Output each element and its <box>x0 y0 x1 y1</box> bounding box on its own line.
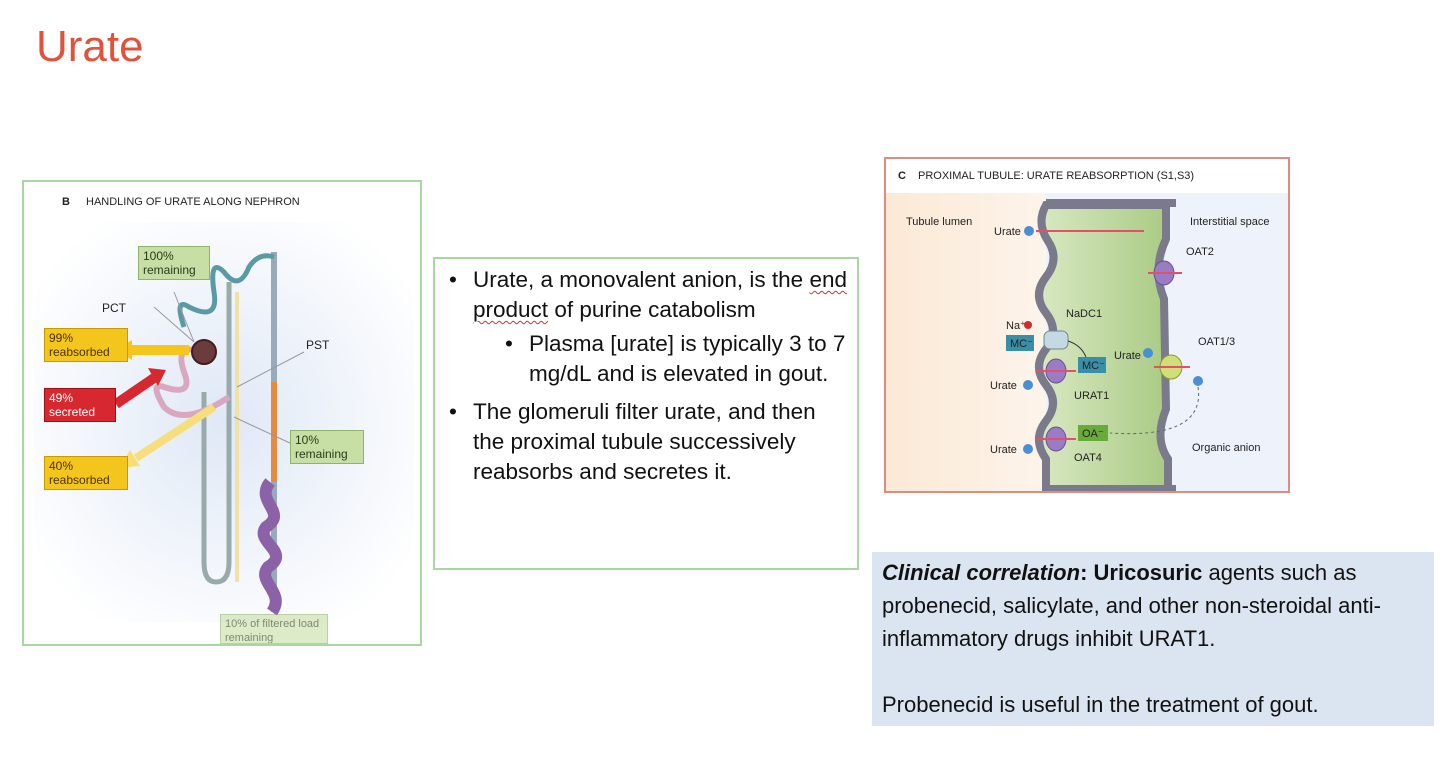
arrowhead-secreted-49 <box>148 368 166 386</box>
callout-line-10 <box>233 416 293 445</box>
label-oat2: OAT2 <box>1186 246 1214 258</box>
panel-c-letter: C <box>898 170 906 182</box>
label-pct: PCT <box>102 301 126 315</box>
figure-nephron-urate-handling: B HANDLING OF URATE ALONG NEPHRON 100% r… <box>22 180 422 646</box>
label-99-reabsorbed: 99% reabsorbed <box>44 328 128 362</box>
clinical-correlation-box: Clinical correlation: Uricosuric agents … <box>872 552 1434 726</box>
mc-cell-box <box>1078 357 1106 373</box>
label-oa: OA⁻ <box>1082 428 1104 440</box>
label-bottom-remaining: 10% of filtered load remaining <box>220 614 328 644</box>
bullet-plasma-urate-text: Plasma [urate] is typically 3 to 7 mg/dL… <box>529 331 846 386</box>
urate-dot-urat1 <box>1023 380 1033 390</box>
clinical-spacer <box>882 655 1424 688</box>
duct-purple-segment <box>257 478 282 616</box>
organic-anion-dot-oat13 <box>1193 376 1203 386</box>
proximal-convoluted-tubule <box>153 346 231 418</box>
panel-c-heading: PROXIMAL TUBULE: URATE REABSORPTION (S1,… <box>918 170 1194 182</box>
callout-line-pst <box>236 351 305 388</box>
label-mc-cell: MC⁻ <box>1082 360 1105 372</box>
oa-box <box>1078 425 1108 441</box>
panel-b-heading: HANDLING OF URATE ALONG NEPHRON <box>86 196 300 208</box>
bullet-plasma-urate: Plasma [urate] is typically 3 to 7 mg/dL… <box>449 329 847 389</box>
nephron-diagram: B HANDLING OF URATE ALONG NEPHRON <box>34 196 414 622</box>
spellcheck-underline: end product <box>473 267 847 322</box>
proximal-tubule-diagram: C PROXIMAL TUBULE: URATE REABSORPTION (S… <box>886 170 1288 491</box>
glomerulus <box>191 339 217 365</box>
label-oat13: OAT1/3 <box>1198 336 1235 348</box>
figure-proximal-tubule-reabsorption: C PROXIMAL TUBULE: URATE REABSORPTION (S… <box>884 157 1290 493</box>
slide-title: Urate <box>36 22 144 71</box>
epithelial-cell <box>1035 201 1172 491</box>
urate-dot-top <box>1024 226 1034 236</box>
label-10-remaining: 10% remaining <box>290 430 364 464</box>
clinical-label: Clinical correlation <box>882 560 1081 585</box>
label-urate-top: Urate <box>994 226 1021 238</box>
label-oat4: OAT4 <box>1074 452 1102 464</box>
label-nadc1: NaDC1 <box>1066 308 1102 320</box>
label-urat1: URAT1 <box>1074 390 1109 402</box>
bullet-urate-anion-text: Urate, a monovalent anion, is the end pr… <box>473 267 847 322</box>
label-100-remaining: 100% remaining <box>138 246 210 280</box>
label-49-secreted: 49% secreted <box>44 388 116 422</box>
label-urate-urat1: Urate <box>990 380 1017 392</box>
arrow-reabsorbed-40 <box>133 403 217 462</box>
nadc1-transporter <box>1043 330 1069 350</box>
figure-background <box>34 222 414 622</box>
label-urate-oat13: Urate <box>1114 350 1141 362</box>
label-tubule-lumen: Tubule lumen <box>906 216 972 228</box>
loop-of-henle <box>201 282 232 585</box>
arrow-secreted-49 <box>113 373 157 409</box>
urate-dot-oat13 <box>1143 348 1153 358</box>
bullet-glomeruli: The glomeruli filter urate, and then the… <box>449 397 847 487</box>
label-pst: PST <box>306 338 330 352</box>
label-na: Na⁺ <box>1006 320 1026 332</box>
clinical-colon: : <box>1080 560 1094 585</box>
bullet-glomeruli-text: The glomeruli filter urate, and then the… <box>473 399 816 484</box>
panel-b-letter: B <box>62 196 70 208</box>
na-dot <box>1024 321 1032 329</box>
distal-convoluted-tubule <box>177 253 275 328</box>
mc-recycle-arrow <box>1067 340 1087 358</box>
label-40-reabsorbed: 40% reabsorbed <box>44 456 128 490</box>
clinical-text-1: agents such as probenecid, salicylate, a… <box>882 560 1381 651</box>
urate-dot-oat4 <box>1023 444 1033 454</box>
bullet-list: Urate, a monovalent anion, is the end pr… <box>449 265 847 487</box>
mc-lumen-box <box>1006 335 1034 351</box>
label-mc-lumen: MC⁻ <box>1010 338 1033 350</box>
label-organic-anion: Organic anion <box>1192 442 1261 454</box>
bullet-urate-anion: Urate, a monovalent anion, is the end pr… <box>449 265 847 325</box>
callout-line-pct <box>153 306 195 343</box>
callout-line-100 <box>173 291 195 343</box>
bullet-text-box: Urate, a monovalent anion, is the end pr… <box>433 257 859 570</box>
clinical-drug-class: Uricosuric <box>1093 560 1203 585</box>
label-interstitial-space: Interstitial space <box>1190 216 1269 228</box>
label-urate-oat4: Urate <box>990 444 1017 456</box>
clinical-paragraph-1: Clinical correlation: Uricosuric agents … <box>882 556 1424 655</box>
organic-anion-path <box>1109 386 1200 435</box>
clinical-paragraph-2: Probenecid is useful in the treatment of… <box>882 692 1319 717</box>
